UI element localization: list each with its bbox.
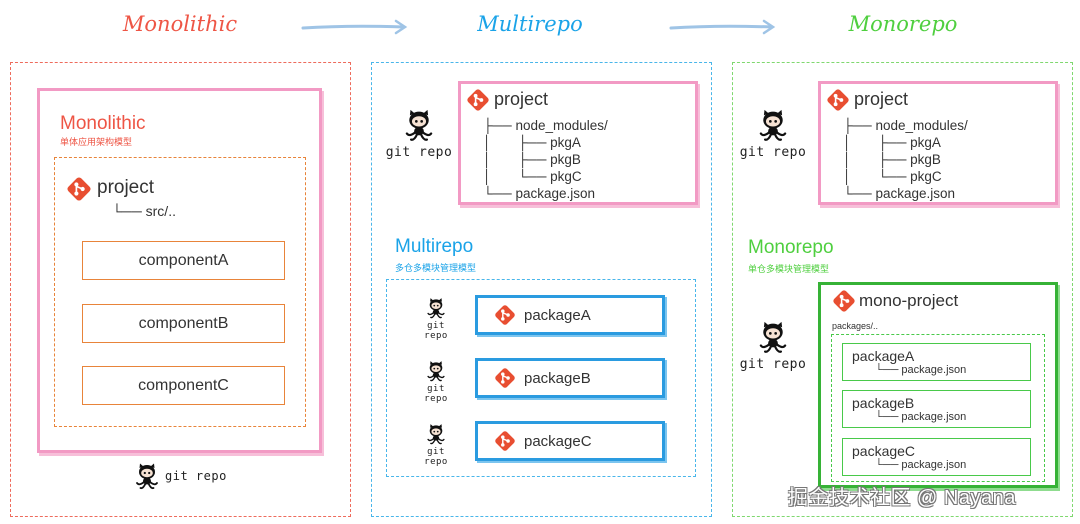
tree-line: ├── node_modules/ (483, 118, 608, 133)
monorepo-git-repo: git repo (738, 108, 808, 160)
tree-line: │ ├── pkgA (843, 135, 941, 150)
monolithic-project-label: project (97, 177, 155, 198)
tree-line: ├── node_modules/ (843, 118, 968, 133)
multirepo-project-label: project (494, 89, 549, 109)
monorepo-subtitle: 单仓多模块管理模型 (748, 264, 830, 274)
mono-project-box (818, 282, 1058, 488)
package-c-git-repo: git repo (413, 423, 459, 467)
arrow-right-icon (301, 19, 408, 35)
component-a-box: componentA (82, 241, 285, 280)
package-b-label: packageB (524, 369, 591, 387)
git-repo-label: git repo (739, 357, 807, 372)
git-diamond-icon (826, 88, 850, 112)
arrow-right-icon (669, 19, 776, 35)
multirepo-package-b-box: packageB (475, 358, 665, 398)
package-c-label: packageC (524, 432, 592, 450)
git-diamond-icon (66, 176, 92, 202)
git-repo-label: git repo (424, 447, 448, 467)
octocat-icon (759, 320, 787, 353)
mono-project-label: mono-project (859, 291, 959, 310)
tree-line: └── package.json (843, 186, 956, 201)
monorepo-project-box (818, 81, 1058, 205)
multirepo-panel (371, 62, 712, 517)
package-a-label: packageA (852, 348, 915, 364)
git-repo-label: git repo (165, 469, 227, 483)
multirepo-package-c-box: packageC (475, 421, 665, 461)
package-json-label: └── package.json (875, 459, 967, 471)
multirepo-subtitle: 多仓多模块管理模型 (395, 263, 477, 273)
package-a-label: packageA (524, 306, 591, 324)
tree-line: │ ├── pkgB (483, 152, 581, 167)
tree-line: │ └── pkgC (843, 169, 942, 184)
header-monorepo: Monorepo (848, 12, 958, 36)
git-diamond-icon (494, 430, 516, 452)
octocat-icon (427, 297, 445, 319)
git-diamond-icon (466, 88, 490, 112)
package-json-label: └── package.json (875, 411, 967, 423)
package-a-git-repo: git repo (413, 297, 459, 341)
monolithic-outer-box (37, 88, 322, 453)
package-b-label: packageB (852, 395, 915, 411)
component-c-box: componentC (82, 366, 285, 405)
packages-dir-label: packages/.. (832, 321, 879, 331)
tree-line: │ ├── pkgB (843, 152, 941, 167)
monolithic-panel (10, 62, 351, 517)
package-json-label: └── package.json (875, 364, 967, 376)
multirepo-title: Multirepo (395, 236, 474, 257)
multirepo-package-a-box: packageA (475, 295, 665, 335)
monorepo-project-label: project (854, 89, 909, 109)
monorepo-package-b-box: packageB └── package.json (842, 390, 1031, 428)
monolithic-subtitle: 单体应用架构模型 (60, 137, 133, 147)
octocat-icon (405, 108, 433, 141)
watermark: 掘金技术社区 @ Nayana (788, 487, 1016, 509)
component-a-label: componentA (138, 251, 229, 269)
git-repo-label: git repo (424, 384, 448, 404)
monolithic-git-repo: git repo (133, 462, 227, 490)
package-c-label: packageC (852, 443, 916, 459)
monolithic-inner-box (54, 157, 306, 427)
header-monolithic: Monolithic (122, 12, 238, 36)
monorepo-package-c-box: packageC └── package.json (842, 438, 1031, 476)
git-repo-label: git repo (424, 321, 448, 341)
git-diamond-icon (494, 367, 516, 389)
monorepo-title: Monorepo (748, 237, 834, 258)
octocat-icon (136, 462, 158, 490)
multirepo-packages-box (386, 279, 696, 477)
monorepo-panel (732, 62, 1073, 517)
git-repo-label: git repo (385, 145, 453, 160)
git-diamond-icon (494, 304, 516, 326)
monorepo-git-repo-2: git repo (738, 320, 808, 372)
tree-line: └── package.json (483, 186, 596, 201)
multirepo-project-box (458, 81, 698, 205)
tree-line: │ └── pkgC (483, 169, 582, 184)
header-multirepo: Multirepo (477, 12, 583, 36)
multirepo-tree: ├── node_modules/ │ ├── pkgA │ ├── pkgB … (483, 117, 608, 202)
multirepo-git-repo: git repo (384, 108, 454, 160)
octocat-icon (427, 423, 445, 445)
octocat-icon (759, 108, 787, 141)
packages-dir-box (831, 334, 1045, 482)
tree-line: │ ├── pkgA (483, 135, 581, 150)
octocat-icon (427, 360, 445, 382)
monolithic-title: Monolithic (60, 113, 146, 134)
monolithic-src-label: └── src/.. (112, 203, 176, 219)
component-c-label: componentC (138, 376, 229, 394)
git-diamond-icon (832, 289, 856, 313)
component-b-box: componentB (82, 304, 285, 343)
monorepo-package-a-box: packageA └── package.json (842, 343, 1031, 381)
package-b-git-repo: git repo (413, 360, 459, 404)
git-repo-label: git repo (739, 145, 807, 160)
monorepo-tree: ├── node_modules/ │ ├── pkgA │ ├── pkgB … (843, 117, 968, 202)
component-b-label: componentB (138, 314, 229, 332)
